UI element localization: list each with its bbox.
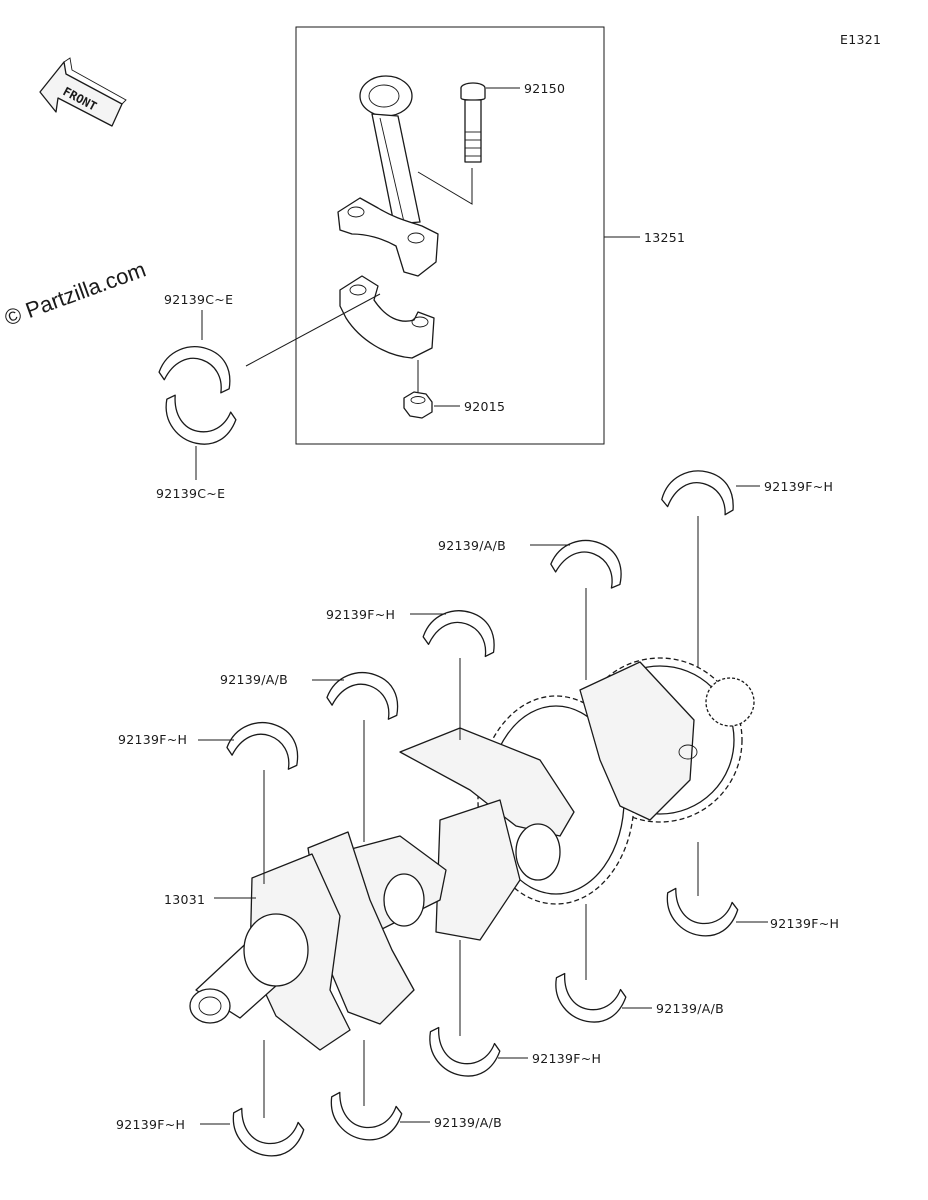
- connecting-rod: [337, 75, 439, 277]
- connecting-rod-cap: [339, 275, 435, 359]
- conrod-assembly-box: [295, 26, 605, 445]
- main-bearing-lower-1: [225, 1106, 307, 1163]
- main-bearing-lower-3: [421, 1025, 503, 1084]
- callout-main-top-3: 92139F~H: [326, 607, 395, 622]
- callout-main-top-2: 92139/A/B: [220, 672, 288, 687]
- main-bearing-lower-5: [659, 886, 741, 943]
- conrod-nut: [403, 391, 433, 419]
- callout-main-bot-4: 92139/A/B: [656, 1001, 724, 1016]
- front-arrow-icon: FRONT: [39, 57, 127, 127]
- callout-main-bot-5: 92139F~H: [770, 916, 839, 931]
- callout-13031: 13031: [164, 892, 205, 907]
- callout-main-bot-3: 92139F~H: [532, 1051, 601, 1066]
- callout-main-bot-2: 92139/A/B: [434, 1115, 502, 1130]
- leader-cap-to-bearing: [245, 293, 381, 367]
- conrod-bolt: [460, 82, 486, 163]
- callout-conrod-bearing-upper: 92139C~E: [164, 292, 233, 307]
- main-bearing-upper-5: [660, 464, 740, 519]
- main-bearing-upper-3: [421, 602, 503, 661]
- callout-92015: 92015: [464, 399, 505, 414]
- conrod-bearing-upper: [156, 337, 239, 398]
- conrod-bearing-lower: [157, 392, 239, 453]
- main-bearing-upper-4: [548, 530, 631, 593]
- main-bearing-upper-2: [324, 663, 407, 724]
- callout-main-top-4: 92139/A/B: [438, 538, 506, 553]
- main-bearing-lower-4: [547, 971, 629, 1030]
- callout-92150: 92150: [524, 81, 565, 96]
- callout-conrod-bearing-lower: 92139C~E: [156, 486, 225, 501]
- callout-main-top-1: 92139F~H: [118, 732, 187, 747]
- watermark: © Partzilla.com: [1, 257, 149, 331]
- callout-13251: 13251: [644, 230, 685, 245]
- crankshaft: [189, 657, 755, 1051]
- main-bearing-upper-1: [224, 713, 307, 774]
- callout-main-bot-1: 92139F~H: [116, 1117, 185, 1132]
- leader-bolt-to-rod: [417, 168, 473, 205]
- diagram-code: E1321: [840, 32, 881, 47]
- callout-main-top-5: 92139F~H: [764, 479, 833, 494]
